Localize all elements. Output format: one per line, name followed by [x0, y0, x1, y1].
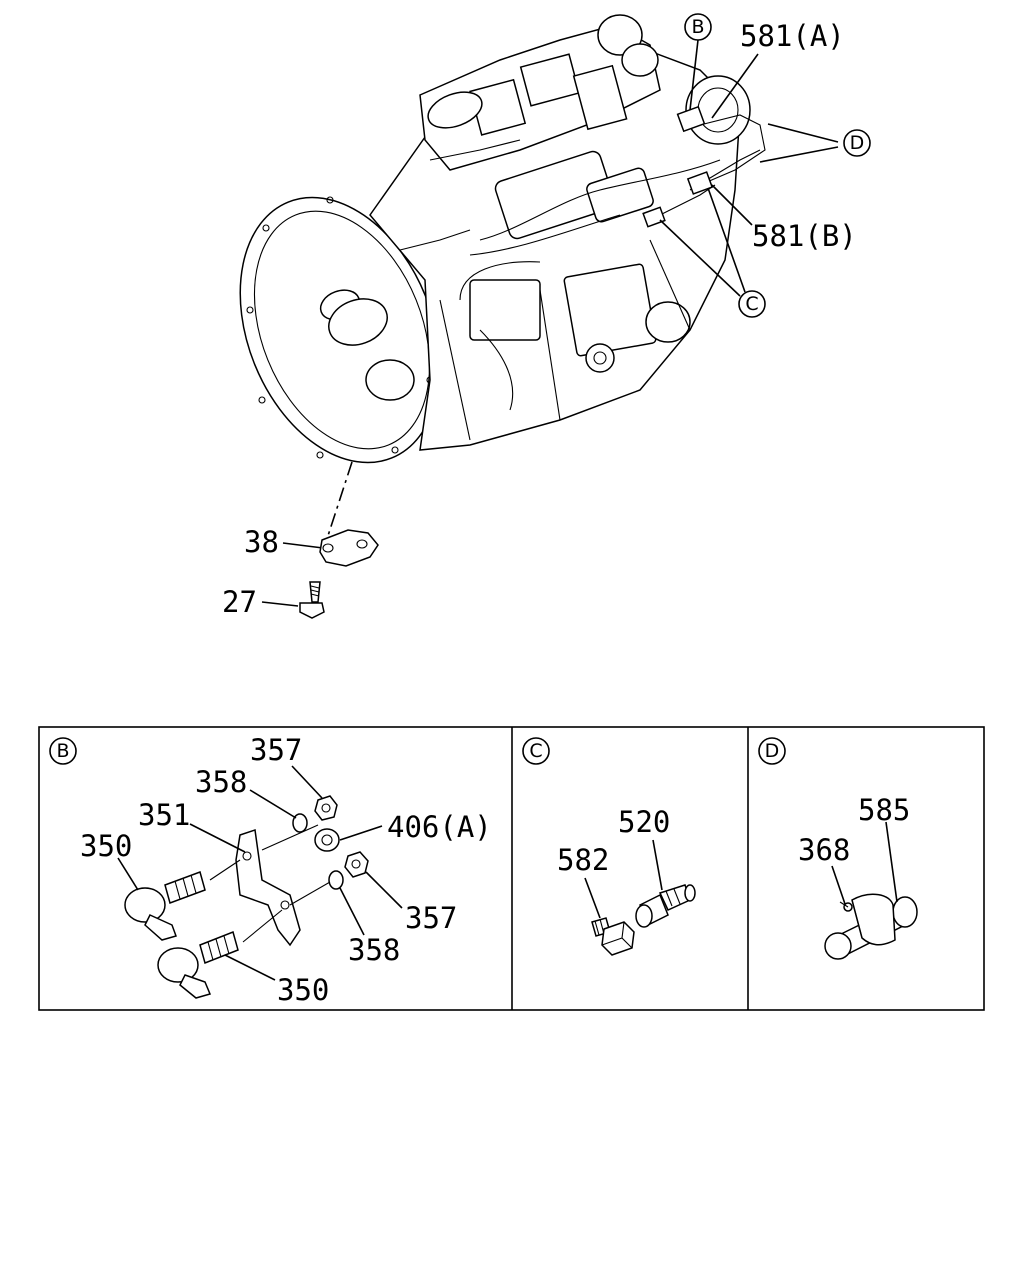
banjo-fitting-350-upper	[124, 871, 206, 941]
detail-b-panel: B	[49, 733, 492, 1007]
label-358-bottom: 358	[348, 933, 400, 967]
svg-text:D: D	[850, 132, 865, 154]
svg-text:B: B	[56, 740, 69, 762]
detail-d-panel: D 585 368	[758, 737, 918, 960]
detail-d-title: D	[758, 737, 786, 765]
washer-406a	[314, 828, 340, 852]
label-581b: 581(B)	[752, 219, 857, 253]
cover-plate-38	[319, 529, 379, 567]
label-581a: 581(A)	[740, 19, 845, 53]
callout-b-main: B	[684, 13, 712, 41]
washer-358-upper	[292, 813, 308, 833]
callout-c-main: C	[738, 290, 766, 318]
label-350-bottom: 350	[277, 973, 329, 1007]
detail-c-title: C	[522, 737, 550, 765]
label-358-top: 358	[195, 765, 247, 799]
sensor-582	[591, 917, 635, 956]
label-38: 38	[244, 525, 279, 559]
main-leaders	[261, 39, 839, 607]
label-357-top: 357	[250, 733, 302, 767]
detail-panels	[38, 726, 985, 1011]
nut-357-lower	[344, 851, 369, 878]
label-27: 27	[222, 585, 257, 619]
label-520: 520	[618, 805, 670, 839]
label-406a: 406(A)	[387, 810, 492, 844]
switch-520	[635, 884, 696, 928]
banjo-fitting-350-lower	[157, 930, 239, 999]
svg-text:C: C	[529, 740, 542, 762]
bolt-27	[299, 581, 325, 619]
washer-358-lower	[328, 870, 344, 890]
label-351: 351	[138, 798, 190, 832]
clip-585	[824, 893, 918, 960]
svg-text:B: B	[691, 16, 704, 38]
detail-c-panel: C 520 582	[522, 737, 696, 956]
svg-text:C: C	[745, 293, 758, 315]
callout-d-main: D	[843, 129, 871, 157]
label-350-top: 350	[80, 829, 132, 863]
label-368: 368	[798, 833, 850, 867]
label-585: 585	[858, 793, 910, 827]
bolt-368	[839, 901, 853, 912]
label-357-bottom: 357	[405, 901, 457, 935]
detail-b-title: B	[49, 737, 77, 765]
label-582: 582	[557, 843, 609, 877]
transmission-assembly	[239, 14, 766, 464]
nut-357-upper	[314, 795, 338, 821]
svg-text:D: D	[765, 740, 780, 762]
